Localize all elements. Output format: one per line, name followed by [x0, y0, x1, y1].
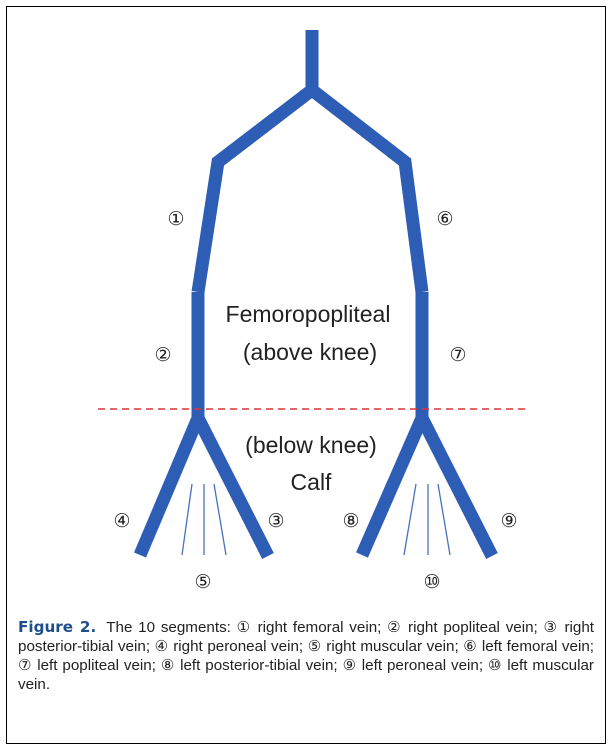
vein-diagram: Femoropopliteal (above knee) (below knee… [0, 0, 614, 610]
segment-label-8: ⑧ [342, 510, 359, 532]
segment-label-6: ⑥ [436, 208, 453, 230]
right-muscular-vein-1 [182, 484, 192, 555]
region-label-femoropopliteal: Femoropopliteal [226, 301, 391, 327]
segment-label-7: ⑦ [449, 344, 466, 366]
right-muscular-vein-3 [214, 484, 226, 555]
figure-caption-text: The 10 segments: ① right femoral vein; ②… [18, 619, 594, 693]
left-femoral-vein [312, 90, 422, 292]
region-label-calf: Calf [291, 469, 333, 495]
segment-label-9: ⑨ [500, 510, 517, 532]
figure-caption-label: Figure 2. [18, 618, 96, 636]
left-peroneal-vein [422, 418, 492, 556]
region-label-below-knee: (below knee) [245, 432, 377, 458]
figure-caption: Figure 2.The 10 segments: ① right femora… [18, 618, 594, 694]
segment-label-5: ⑤ [194, 571, 211, 593]
segment-label-2: ② [154, 344, 171, 366]
segment-label-4: ④ [113, 510, 130, 532]
right-peroneal-vein [140, 418, 198, 555]
right-femoral-vein [198, 90, 312, 292]
segment-label-1: ① [167, 208, 184, 230]
segment-label-3: ③ [267, 510, 284, 532]
segment-label-10: ⑩ [423, 571, 440, 593]
left-muscular-vein-1 [404, 484, 416, 555]
region-label-above-knee: (above knee) [243, 339, 377, 365]
left-muscular-vein-3 [438, 484, 450, 555]
